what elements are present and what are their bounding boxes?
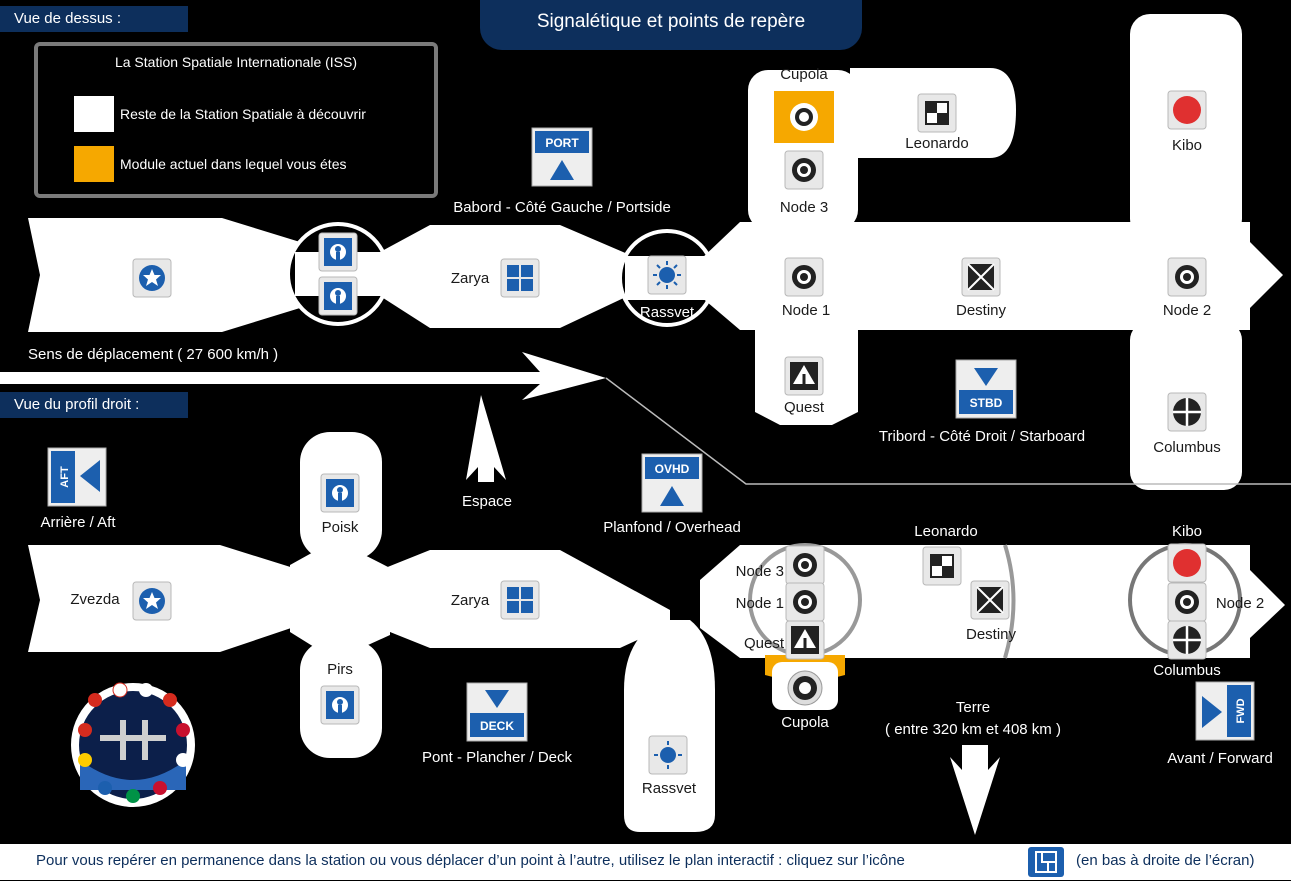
label-quest: Quest <box>784 399 825 416</box>
legend: La Station Spatiale Internationale (ISS)… <box>34 42 438 198</box>
port-sign-text: PORT <box>545 136 579 150</box>
legend-label: Module actuel dans lequel vous étes <box>120 156 347 172</box>
label-node2: Node 2 <box>1163 302 1211 319</box>
deck-sign <box>466 682 528 742</box>
legend-swatch-orange <box>74 146 114 182</box>
legend-item: Reste de la Station Spatiale à découvrir <box>74 96 366 132</box>
label-side-zvezda: Zvezda <box>70 591 120 608</box>
label-side-pirs: Pirs <box>327 661 353 678</box>
label-overhead: Planfond / Overhead <box>603 519 741 536</box>
space-arrow <box>466 395 506 482</box>
iss-patch-logo <box>71 682 195 807</box>
footer-text: Pour vous repérer en permanence dans la … <box>36 852 905 869</box>
label-direction: Sens de déplacement ( 27 600 km/h ) <box>28 346 278 363</box>
earth-arrow <box>950 745 1000 835</box>
ovhd-sign-text: OVHD <box>655 462 690 476</box>
label-kibo: Kibo <box>1172 137 1202 154</box>
label-side-destiny: Destiny <box>966 626 1017 643</box>
label-side-zarya: Zarya <box>451 592 490 609</box>
label-side-node3: Node 3 <box>736 563 784 580</box>
aft-sign <box>47 447 107 507</box>
label-earth: Terre <box>956 699 990 716</box>
label-side-node2: Node 2 <box>1216 595 1264 612</box>
fwd-sign-text: FWD <box>1235 698 1247 723</box>
label-starboard: Tribord - Côté Droit / Starboard <box>879 428 1085 445</box>
label-columbus: Columbus <box>1153 439 1221 456</box>
label-side-columbus: Columbus <box>1153 662 1221 679</box>
rassvet-side-module[interactable] <box>624 620 715 832</box>
top-view-tag: Vue de dessus : <box>0 6 188 32</box>
aft-sign-text: AFT <box>59 466 71 488</box>
footer: Pour vous repérer en permanence dans la … <box>0 844 1291 880</box>
deck-sign-text: DECK <box>480 719 514 733</box>
label-node1: Node 1 <box>782 302 830 319</box>
label-side-kibo: Kibo <box>1172 523 1202 540</box>
stbd-sign-text: STBD <box>970 396 1003 410</box>
label-side-rassvet: Rassvet <box>642 780 697 797</box>
legend-title: La Station Spatiale Internationale (ISS) <box>114 54 358 70</box>
footer-text-end: (en bas à droite de l’écran) <box>1076 852 1255 869</box>
page-title: Signalétique et points de repère <box>480 0 862 50</box>
legend-label: Reste de la Station Spatiale à découvrir <box>120 106 366 122</box>
fwd-sign <box>1195 681 1255 741</box>
legend-item: Module actuel dans lequel vous étes <box>74 146 346 182</box>
label-rassvet: Rassvet <box>640 304 695 321</box>
label-space: Espace <box>462 493 512 510</box>
label-node3: Node 3 <box>780 199 828 216</box>
label-forward: Avant / Forward <box>1167 750 1273 767</box>
label-aft: Arrière / Aft <box>40 514 116 531</box>
port-sign <box>531 127 593 187</box>
label-portside: Babord - Côté Gauche / Portside <box>453 199 671 216</box>
label-side-leonardo: Leonardo <box>914 523 977 540</box>
label-destiny: Destiny <box>956 302 1007 319</box>
label-zarya: Zarya <box>451 270 490 287</box>
legend-swatch-white <box>74 96 114 132</box>
label-cupola: Cupola <box>780 66 828 83</box>
interactive-map-icon[interactable] <box>1028 847 1064 877</box>
direction-arrow <box>0 352 606 400</box>
label-side-quest: Quest <box>744 635 785 652</box>
stbd-sign <box>955 359 1017 419</box>
label-zvezda: Zvezda <box>70 267 120 284</box>
label-side-node1: Node 1 <box>736 595 784 612</box>
label-side-cupola: Cupola <box>781 714 829 731</box>
label-leonardo: Leonardo <box>905 135 968 152</box>
label-earth-range: ( entre 320 km et 408 km ) <box>885 721 1061 738</box>
side-view-tag: Vue du profil droit : <box>0 392 188 418</box>
label-deck: Pont - Plancher / Deck <box>422 749 573 766</box>
ovhd-sign <box>641 453 703 513</box>
label-side-poisk: Poisk <box>322 519 359 536</box>
